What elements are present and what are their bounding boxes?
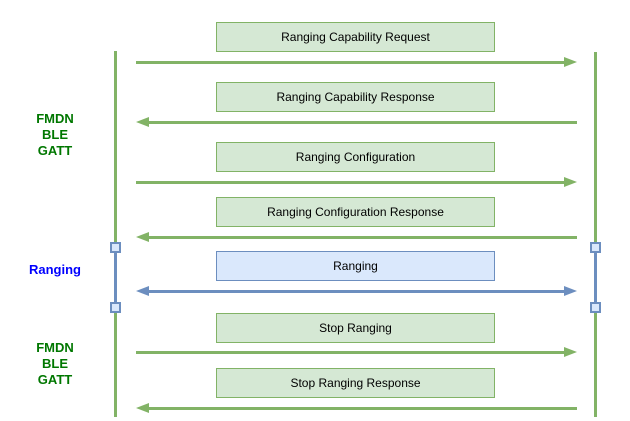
left-lifeline-ranging <box>114 246 117 310</box>
arrowhead-right-icon <box>564 347 577 357</box>
arrowhead-right-icon <box>564 286 577 296</box>
message-box: Stop Ranging Response <box>216 368 495 398</box>
right-lifeline-bottom <box>594 310 597 417</box>
arrowhead-left-icon <box>136 117 149 127</box>
arrow-line <box>147 235 577 239</box>
message-label: Stop Ranging Response <box>290 376 421 390</box>
message-label: Ranging Configuration Response <box>267 205 444 219</box>
arrowhead-right-icon <box>564 57 577 67</box>
message-box: Stop Ranging <box>216 313 495 343</box>
arrow-line <box>147 120 577 124</box>
message-label: Ranging Configuration <box>295 150 416 164</box>
left-lifeline-bottom <box>114 310 117 417</box>
message-label: Ranging Capability Request <box>281 30 430 44</box>
arrowhead-right-icon <box>564 177 577 187</box>
arrowhead-left-icon <box>136 286 149 296</box>
right-lifeline-ranging <box>594 246 597 310</box>
message-box: Ranging Capability Request <box>216 22 495 52</box>
arrowhead-left-icon <box>136 403 149 413</box>
section-label-gatt-bottom: FMDN BLE GATT <box>36 340 74 387</box>
arrow-line <box>136 60 566 64</box>
arrow-line <box>147 289 566 293</box>
arrow-line <box>136 180 566 184</box>
activation-square <box>590 242 601 253</box>
message-label: Ranging <box>333 259 378 273</box>
message-label: Ranging Capability Response <box>276 90 435 104</box>
section-label-ranging: Ranging <box>29 262 81 277</box>
message-box: Ranging Capability Response <box>216 82 495 112</box>
message-label: Stop Ranging <box>319 321 392 335</box>
arrow-line <box>147 406 577 410</box>
section-label-gatt-top: FMDN BLE GATT <box>36 111 74 158</box>
activation-square <box>590 302 601 313</box>
activation-square <box>110 302 121 313</box>
message-box: Ranging <box>216 251 495 281</box>
message-box: Ranging Configuration <box>216 142 495 172</box>
arrowhead-left-icon <box>136 232 149 242</box>
message-box: Ranging Configuration Response <box>216 197 495 227</box>
right-lifeline-top <box>594 52 597 246</box>
activation-square <box>110 242 121 253</box>
arrow-line <box>136 350 566 354</box>
left-lifeline-top <box>114 51 117 246</box>
